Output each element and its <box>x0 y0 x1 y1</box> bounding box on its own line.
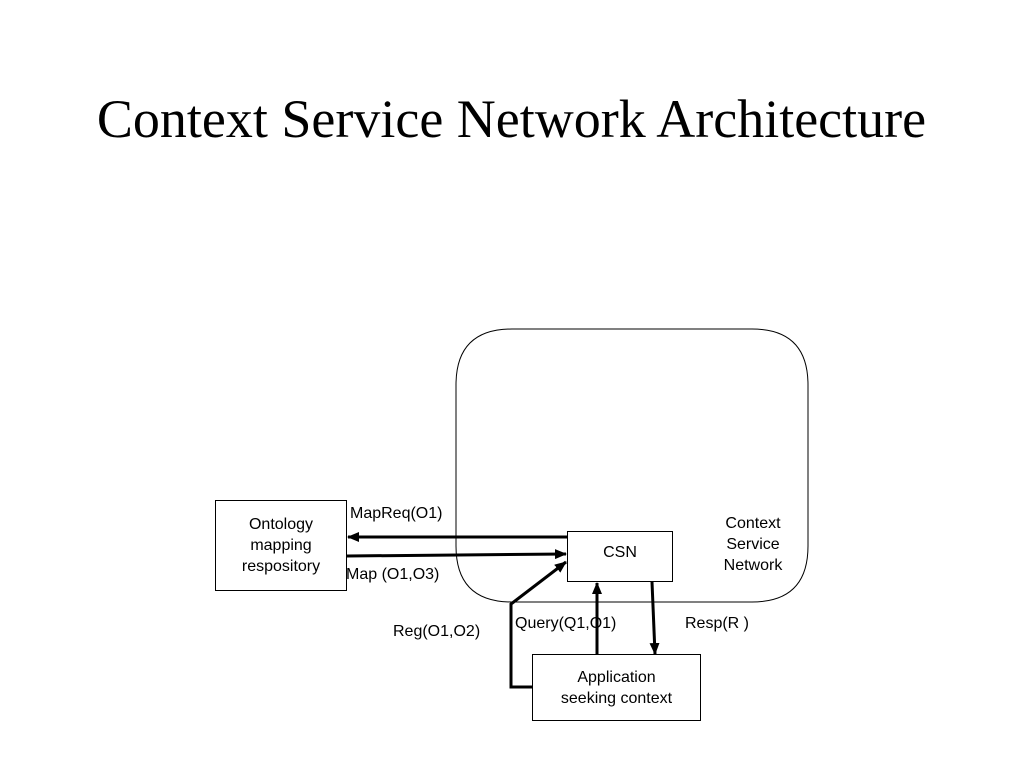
resp-arrow <box>649 581 660 655</box>
ontology-mapping-repository-node: Ontology mapping respository <box>215 500 347 591</box>
context-service-network-region <box>455 328 809 603</box>
mapreq-label: MapReq(O1) <box>350 505 443 522</box>
map-label: Map (O1,O3) <box>346 566 440 583</box>
reg-arrow <box>509 560 567 689</box>
resp-label: Resp(R ) <box>685 615 750 632</box>
application-node: Application seeking context <box>532 654 701 721</box>
csn-node: CSN <box>567 531 673 582</box>
reg-label: Reg(O1,O2) <box>393 623 481 640</box>
slide-title: Context Service Network Architecture <box>96 89 927 149</box>
query-label: Query(Q1,O1) <box>515 615 617 632</box>
context-service-network-label: Context Service Network <box>723 515 783 574</box>
map-arrow <box>346 549 567 560</box>
